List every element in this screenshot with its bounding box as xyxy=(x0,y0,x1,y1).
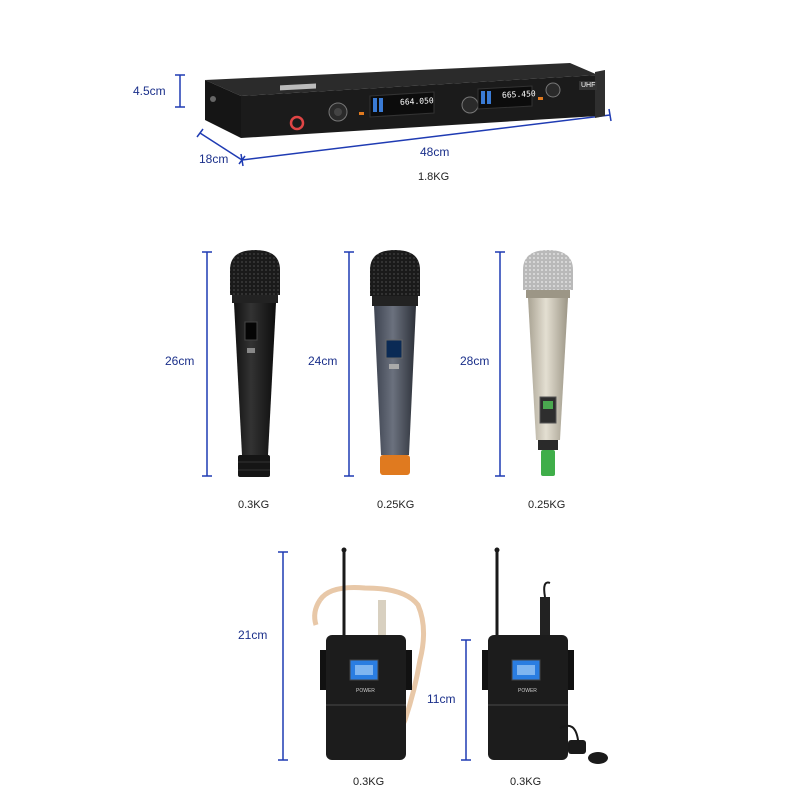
receiver-depth-label: 18cm xyxy=(199,152,229,166)
mic2-weight: 0.25KG xyxy=(377,499,415,511)
receiver-height-label: 4.5cm xyxy=(133,84,166,98)
receiver-uhf-badge: UHF xyxy=(579,81,598,90)
receiver-width-label: 48cm xyxy=(420,145,450,159)
mic1-weight: 0.3KG xyxy=(238,499,270,511)
bodypack1-weight: 0.3KG xyxy=(353,776,385,788)
mic3-weight: 0.25KG xyxy=(528,499,566,511)
mic1-length-label: 26cm xyxy=(165,354,195,368)
bodypack2-power-label: POWER xyxy=(518,688,537,694)
bodypack1-power-label: POWER xyxy=(356,688,375,694)
bodypack2-weight: 0.3KG xyxy=(510,776,542,788)
mic2-length-label: 24cm xyxy=(308,354,338,368)
receiver-weight: 1.8KG xyxy=(418,171,450,183)
mic3-length-label: 28cm xyxy=(460,354,490,368)
bodypack-height-label: 21cm xyxy=(238,628,268,642)
bodypack-pack-height-label: 11cm xyxy=(427,692,456,706)
